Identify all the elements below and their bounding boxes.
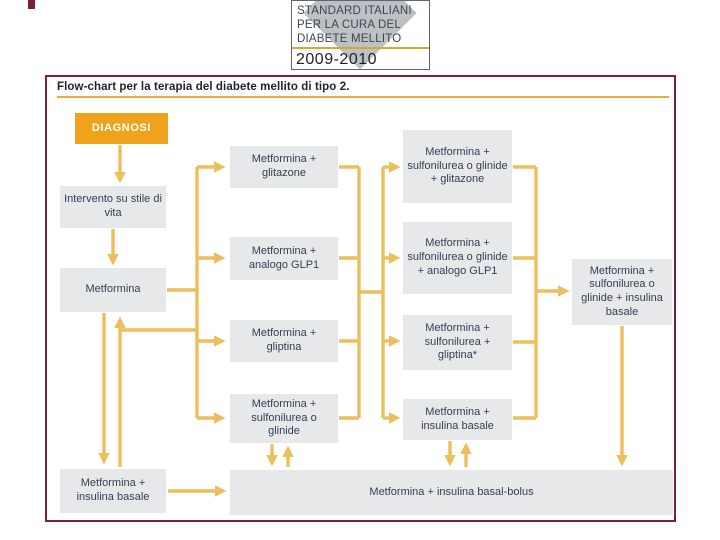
- node-metformina-sulfonilurea-glinide-glitazone: Metformina + sulfonilurea o glinide + gl…: [403, 130, 512, 203]
- badge-divider: [292, 47, 429, 49]
- node-diagnosi: DIAGNOSI: [75, 113, 168, 144]
- standards-badge: STANDARD ITALIANI PER LA CURA DEL DIABET…: [291, 0, 430, 70]
- node-metformina-sulfonilurea-glinide-insulina-basale: Metformina + sulfonilurea o glinide + in…: [572, 259, 672, 325]
- node-metformina-analogo-glp1: Metformina + analogo GLP1: [230, 237, 338, 280]
- corner-mark: [28, 0, 35, 9]
- node-metformina-sulfonilurea-gliptina: Metformina + sulfonilurea + gliptina*: [403, 315, 512, 370]
- node-metformina-sulfonilurea-glinide: Metformina + sulfonilurea o glinide: [230, 394, 338, 443]
- node-metformina: Metformina: [60, 268, 166, 312]
- node-metformina-insulina-basale-sx: Metformina + insulina basale: [60, 469, 166, 513]
- node-metformina-insulina-basale-c3: Metformina + insulina basale: [403, 399, 512, 440]
- node-metformina-gliptina: Metformina + gliptina: [230, 320, 338, 362]
- badge-title-line1: STANDARD ITALIANI: [297, 5, 412, 17]
- flowchart-title: Flow-chart per la terapia del diabete me…: [57, 81, 350, 93]
- node-metformina-sulfonilurea-glinide-glp1: Metformina + sulfonilurea o glinide + an…: [403, 222, 512, 294]
- badge-title-line2: PER LA CURA DEL: [297, 19, 401, 32]
- node-metformina-insulina-basal-bolus: Metformina + insulina basal-bolus: [230, 470, 673, 515]
- badge-years: 2009-2010: [296, 51, 378, 68]
- badge-title: STANDARD ITALIANI PER LA CURA DEL DIABET…: [297, 4, 412, 46]
- node-intervento-stile-di-vita: Intervento su stile di vita: [60, 186, 166, 228]
- node-metformina-glitazone: Metformina + glitazone: [230, 146, 338, 188]
- flowchart-title-underline: [57, 96, 669, 98]
- badge-title-line3: DIABETE MELLITO: [297, 33, 402, 46]
